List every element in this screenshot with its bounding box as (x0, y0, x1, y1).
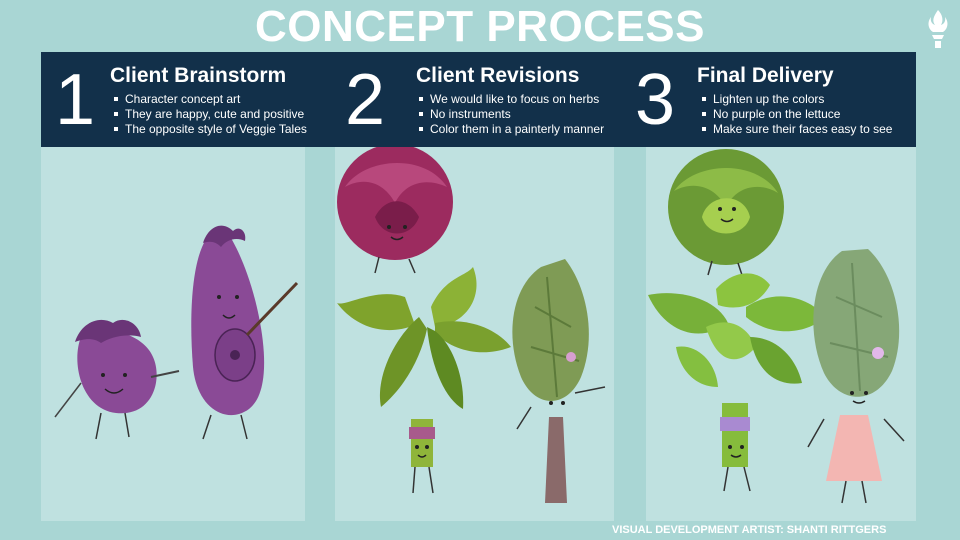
step-2: 2 Client Revisions We would like to focu… (341, 52, 631, 147)
eggplant-characters-illustration (54, 225, 299, 440)
step-3: 3 Final Delivery Lighten up the colors N… (631, 52, 916, 147)
step-heading: Client Revisions (416, 64, 580, 87)
page-title: CONCEPT PROCESS (254, 2, 705, 51)
step-heading: Client Brainstorm (110, 64, 287, 87)
step-bullets: We would like to focus on herbs No instr… (418, 92, 604, 137)
concept-panel-3 (646, 147, 916, 521)
step-bullets: Character concept art They are happy, cu… (113, 92, 307, 137)
final-characters-illustration (648, 149, 905, 504)
steps-banner: 1 Client Brainstorm Character concept ar… (41, 52, 916, 147)
step-heading: Final Delivery (697, 64, 834, 87)
bullet-item: No purple on the lettuce (701, 107, 892, 122)
bullet-item: The opposite style of Veggie Tales (113, 122, 307, 137)
concept-panel-2 (335, 147, 614, 521)
bullet-item: They are happy, cute and positive (113, 107, 307, 122)
step-bullets: Lighten up the colors No purple on the l… (701, 92, 892, 137)
concept-panel-1 (41, 147, 305, 521)
bullet-item: Lighten up the colors (701, 92, 892, 107)
bullet-item: No instruments (418, 107, 604, 122)
bullet-item: We would like to focus on herbs (418, 92, 604, 107)
bullet-item: Character concept art (113, 92, 307, 107)
herb-characters-illustration (337, 147, 606, 503)
torch-flame-icon (928, 10, 948, 48)
step-1: 1 Client Brainstorm Character concept ar… (41, 52, 341, 147)
step-number: 3 (635, 60, 676, 140)
bullet-item: Make sure their faces easy to see (701, 122, 892, 137)
step-number: 1 (55, 60, 96, 140)
artist-credit: VISUAL DEVELOPMENT ARTIST: SHANTI RITTGE… (612, 524, 887, 536)
bullet-item: Color them in a painterly manner (418, 122, 604, 137)
step-number: 2 (345, 60, 386, 140)
